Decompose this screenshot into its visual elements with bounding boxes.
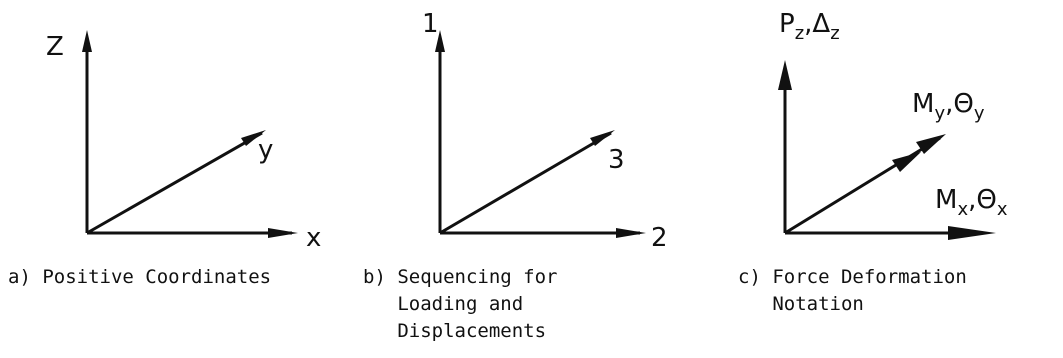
panel-b-diagonal-label: 3 bbox=[608, 145, 625, 175]
panel-a-caption-line-1: a) Positive Coordinates bbox=[8, 266, 271, 288]
panel-c-caption-line-1: c) Force Deformation bbox=[738, 266, 967, 288]
panel-a-vertical-arrowhead bbox=[82, 30, 92, 52]
panel-b-vertical-label: 1 bbox=[422, 9, 439, 39]
panel-a: Z y x a) Positive Coordinates bbox=[8, 30, 321, 288]
panel-b-horizontal-arrowhead bbox=[616, 228, 646, 238]
panel-b-vertical-arrowhead bbox=[435, 30, 445, 52]
panel-c-diagonal-axis bbox=[784, 136, 941, 235]
panel-b-caption-line-1: b) Sequencing for bbox=[363, 266, 557, 288]
panel-c-horizontal-arrowhead bbox=[948, 226, 996, 240]
panel-c: Pz,Δz My,Θy Mx,Θx c) Force Deformation N… bbox=[738, 9, 1008, 315]
panel-c-vertical-arrowhead bbox=[778, 60, 792, 90]
panel-c-diagonal-label: My,Θy bbox=[912, 89, 985, 124]
panel-b-diagonal-axis bbox=[439, 131, 612, 235]
panel-b-horizontal-label: 2 bbox=[651, 223, 668, 253]
panel-c-diagonal-arrowhead-inner bbox=[892, 152, 921, 172]
panel-c-horizontal-label: Mx,Θx bbox=[935, 185, 1008, 220]
panel-c-caption-line-2: Notation bbox=[738, 293, 864, 315]
panel-a-vertical-label: Z bbox=[46, 32, 64, 62]
panel-a-horizontal-label: x bbox=[306, 223, 321, 253]
panel-c-diagonal-arrowhead-outer bbox=[916, 134, 946, 154]
panel-a-horizontal-arrowhead bbox=[268, 228, 298, 238]
panel-b-diagonal-arrowhead bbox=[590, 130, 615, 146]
panel-b-caption-line-2: Loading and bbox=[363, 293, 523, 315]
panel-b: 1 3 2 b) Sequencing for Loading and Disp… bbox=[363, 9, 668, 342]
panel-a-diagonal-axis bbox=[86, 131, 263, 235]
panel-c-vertical-label: Pz,Δz bbox=[779, 9, 840, 44]
panel-b-caption-line-3: Displacements bbox=[363, 320, 546, 342]
panel-a-diagonal-arrowhead bbox=[241, 130, 266, 146]
panel-a-diagonal-label: y bbox=[258, 135, 273, 165]
